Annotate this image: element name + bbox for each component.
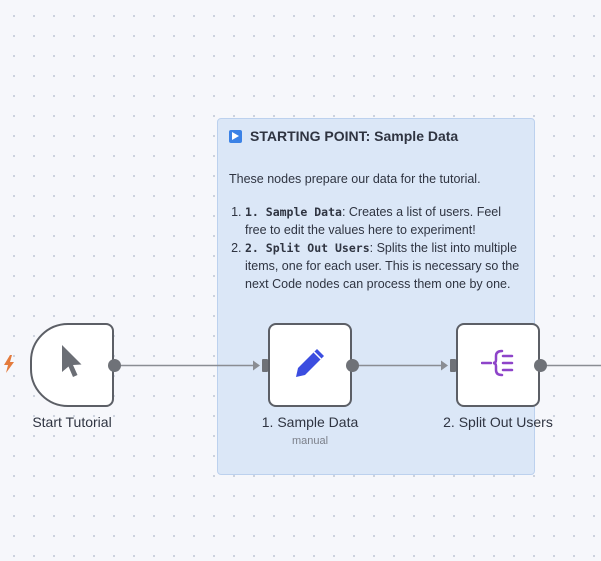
split-icon [480, 348, 515, 383]
output-handle[interactable] [534, 359, 547, 372]
sticky-note-intro: These nodes prepare our data for the tut… [229, 172, 481, 186]
node-start-tutorial[interactable] [30, 323, 114, 407]
sticky-note-title: STARTING POINT: Sample Data [229, 127, 524, 145]
node-sample-data[interactable] [268, 323, 352, 407]
pencil-icon [293, 346, 327, 385]
sticky-note-list: 1. Sample Data: Creates a list of users.… [229, 203, 524, 293]
connection-arrow [253, 360, 260, 371]
output-handle[interactable] [346, 359, 359, 372]
node-split-out-users[interactable] [456, 323, 540, 407]
list-item-text: : Splits the list into multiple items, o… [245, 241, 520, 291]
connection-arrow [441, 360, 448, 371]
input-handle[interactable] [262, 359, 268, 372]
play-button-icon [229, 129, 242, 143]
input-handle[interactable] [450, 359, 456, 372]
cursor-icon [59, 344, 85, 387]
node-sublabel: manual [291, 435, 329, 447]
node-label: 1. Sample Data [261, 414, 359, 430]
node-label: Start Tutorial [32, 414, 112, 430]
trigger-bolt-icon [3, 355, 15, 378]
sticky-note-list-item: 1. Sample Data: Creates a list of users.… [245, 203, 524, 239]
node-label: 2. Split Out Users [443, 414, 553, 430]
sticky-note-list-item: 2. Split Out Users: Splits the list into… [245, 239, 524, 293]
inline-code: 2. Split Out Users [245, 241, 370, 255]
sticky-note[interactable]: STARTING POINT: Sample Data These nodes … [217, 118, 535, 475]
sticky-note-title-text: STARTING POINT: Sample Data [250, 128, 459, 144]
list-item-text: : Creates a list of users. Feel free to … [245, 205, 502, 237]
inline-code: 1. Sample Data [245, 205, 342, 219]
output-handle[interactable] [108, 359, 121, 372]
